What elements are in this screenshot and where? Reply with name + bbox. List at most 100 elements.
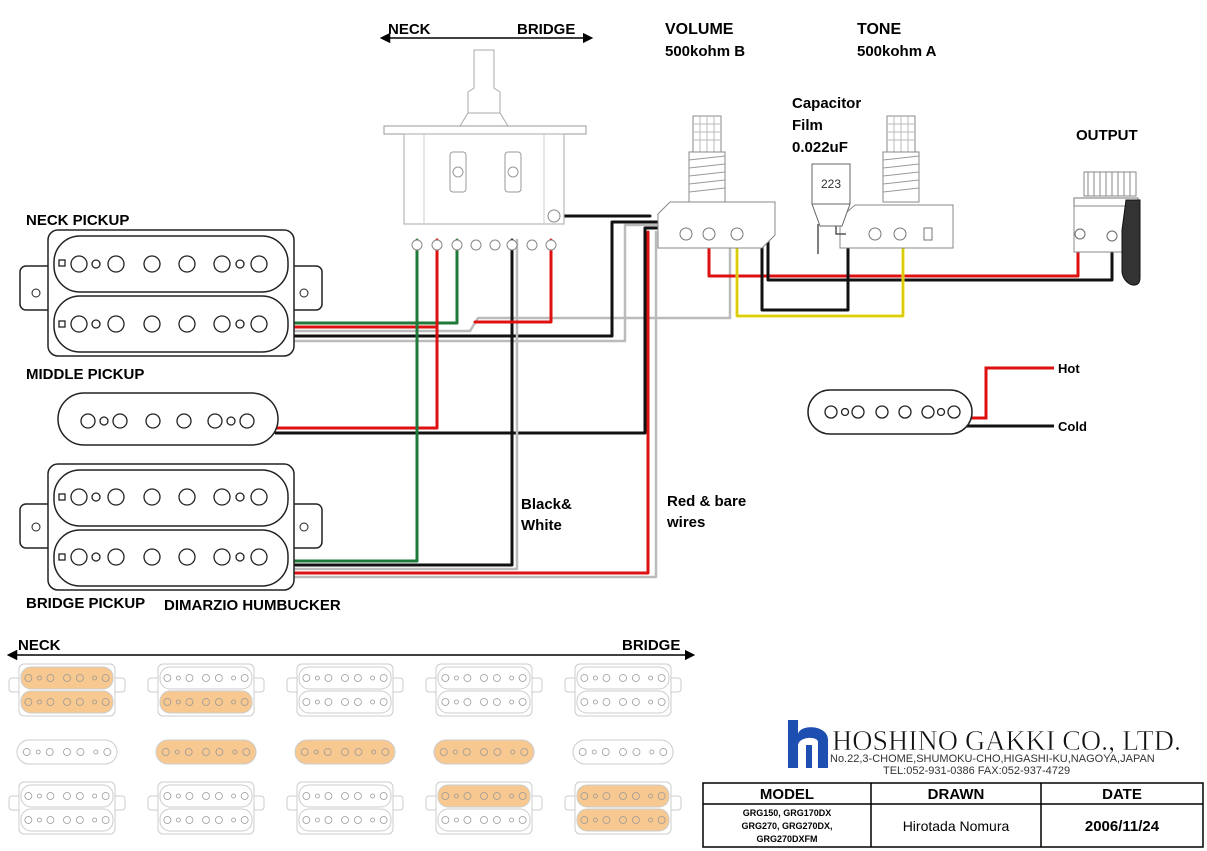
pole-dot <box>580 792 589 800</box>
mini-humbucker-coil-bottom <box>576 690 670 714</box>
pole-dot <box>92 793 97 799</box>
wire-bridge-red <box>288 230 650 575</box>
pole-dot <box>492 674 501 682</box>
pole-dot <box>63 816 71 824</box>
pole-dot <box>175 675 181 681</box>
pole-dot <box>231 675 237 681</box>
mini-humbucker-coil-top <box>20 784 114 808</box>
pole-dot <box>75 698 84 706</box>
pole-dot <box>63 792 71 800</box>
pole-dot <box>163 698 172 706</box>
pole-dot <box>231 817 237 823</box>
pole-dot <box>314 699 320 705</box>
pole-dot <box>591 749 597 755</box>
pole-dot <box>453 793 459 799</box>
capacitor-line2: Film <box>792 117 823 134</box>
pole-dot <box>602 698 611 706</box>
pole-dot <box>631 698 640 706</box>
output-jack: OUTPUT <box>1073 127 1141 286</box>
pole-dot <box>632 748 641 756</box>
pole-dot <box>63 698 71 706</box>
pole-dot <box>602 674 611 682</box>
mini-single-coil <box>572 739 674 765</box>
mini-humbucker-coil-top <box>159 784 253 808</box>
pole-dot <box>619 698 627 706</box>
pole-dot <box>302 674 311 682</box>
pole-dot <box>240 674 249 682</box>
mini-humbucker-coil-bottom <box>20 690 114 714</box>
neck-pickup: NECK PICKUP <box>19 212 323 357</box>
pole-dot <box>602 792 611 800</box>
capacitor-code: 223 <box>821 177 841 191</box>
pole-dot <box>518 816 527 824</box>
pole-dot <box>631 792 640 800</box>
mini-single-coil <box>155 739 257 765</box>
positions-bridge-label: BRIDGE <box>622 637 680 654</box>
pole-dot <box>101 674 110 682</box>
mini-humbucker-coil-top <box>159 666 253 690</box>
pole-dot <box>657 792 666 800</box>
positions-neck-label: NECK <box>18 637 61 654</box>
pole-dot <box>657 698 666 706</box>
pole-dot <box>509 817 515 823</box>
pole-dot <box>354 748 363 756</box>
model-line1: GRG150, GRG170DX <box>743 808 832 818</box>
pole-dot <box>37 817 42 823</box>
pole-dot <box>463 816 472 824</box>
pole-dot <box>324 816 333 824</box>
pole-dot <box>302 698 311 706</box>
pole-dot <box>370 675 376 681</box>
pole-dot <box>593 675 598 681</box>
pole-dot <box>232 749 238 755</box>
pole-dot <box>480 674 488 682</box>
pole-dot <box>578 748 587 756</box>
pole-dot <box>370 817 376 823</box>
pole-dot <box>379 674 388 682</box>
mini-humbucker-coil-bottom <box>437 690 531 714</box>
positions-grid <box>8 663 682 835</box>
wire-neck-white <box>288 238 732 333</box>
pole-dot <box>371 749 377 755</box>
wire-label-rb-1: Red & bare <box>667 493 746 510</box>
pole-dot <box>492 792 501 800</box>
legend-cold: Cold <box>1058 419 1087 434</box>
pole-dot <box>175 793 181 799</box>
pole-dot <box>202 748 210 756</box>
volume-pot: VOLUME 500kohm B <box>657 21 776 249</box>
pole-dot <box>518 698 527 706</box>
pole-dot <box>231 699 237 705</box>
mini-humbucker-coil-bottom <box>159 690 253 714</box>
pole-dot <box>75 792 84 800</box>
pole-dot <box>323 748 332 756</box>
pole-dot <box>370 699 376 705</box>
wire-output-black <box>766 236 1114 282</box>
mini-humbucker-coil-top <box>20 666 114 690</box>
model-line3: GRG270DXFM <box>756 834 817 844</box>
pole-dot <box>92 699 97 705</box>
pole-dot <box>353 698 362 706</box>
pole-dot <box>174 749 180 755</box>
pole-dot <box>648 817 653 823</box>
pole-dot <box>24 698 33 706</box>
pole-dot <box>300 748 309 756</box>
pole-dot <box>370 793 376 799</box>
pole-dot <box>510 749 516 755</box>
wire-bridge-black <box>288 238 514 567</box>
pole-dot <box>441 698 450 706</box>
pole-dot <box>657 674 666 682</box>
mini-humbucker-coil-bottom <box>20 808 114 832</box>
wire-bridge-bare <box>288 230 658 579</box>
pole-dot <box>313 749 319 755</box>
pole-dot <box>341 698 349 706</box>
pole-dot <box>492 698 501 706</box>
pole-dot <box>509 699 515 705</box>
pole-dot <box>63 674 71 682</box>
company-logo <box>788 720 828 768</box>
pole-dot <box>341 816 349 824</box>
pole-dot <box>580 674 589 682</box>
title-block: MODEL DRAWN DATE GRG150, GRG170DX GRG270… <box>702 782 1204 848</box>
pole-dot <box>441 792 450 800</box>
pole-dot <box>24 816 33 824</box>
pole-dot <box>314 817 320 823</box>
mini-humbucker-coil-top <box>298 784 392 808</box>
